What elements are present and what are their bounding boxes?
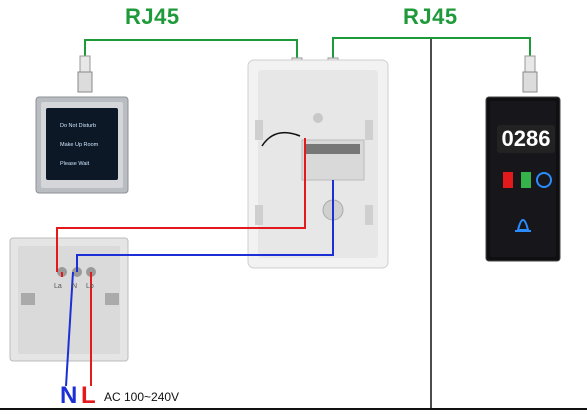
- rj45-label-left: RJ45: [125, 4, 180, 29]
- neutral-wire-input: [65, 271, 74, 387]
- bell-icon: [516, 219, 530, 231]
- panel-button-do-not-disturb: Do Not Disturb: [60, 123, 97, 129]
- rj45-cable-left: [84, 39, 298, 60]
- terminal-label-neutral: N: [72, 283, 78, 290]
- doorbell-panel: [485, 96, 561, 262]
- make-up-room-icon: [521, 172, 531, 188]
- do-not-disturb-icon: [503, 172, 513, 188]
- indoor-touch-panel: [35, 96, 129, 194]
- rj45-plug-left: [77, 55, 93, 93]
- voltage-label: AC 100~240V: [104, 390, 180, 404]
- please-wait-icon: [536, 172, 552, 188]
- rj45-label-right: RJ45: [403, 4, 458, 29]
- panel-button-make-up-room: Make Up Room: [60, 142, 99, 148]
- controller-box: [247, 59, 389, 269]
- neutral-wire-to-controller: [76, 180, 334, 272]
- rj45-cable-right: [332, 37, 531, 58]
- room-number-display: 0286: [497, 125, 555, 153]
- rj45-plug-right: [522, 55, 538, 93]
- terminal-label-live-in: Lo: [86, 283, 94, 290]
- live-label: L: [81, 382, 96, 409]
- live-wire-to-controller: [56, 138, 306, 277]
- neutral-label: N: [60, 382, 78, 409]
- terminal-label-live-out: La: [54, 283, 62, 290]
- panel-button-please-wait: Please Wait: [60, 161, 90, 167]
